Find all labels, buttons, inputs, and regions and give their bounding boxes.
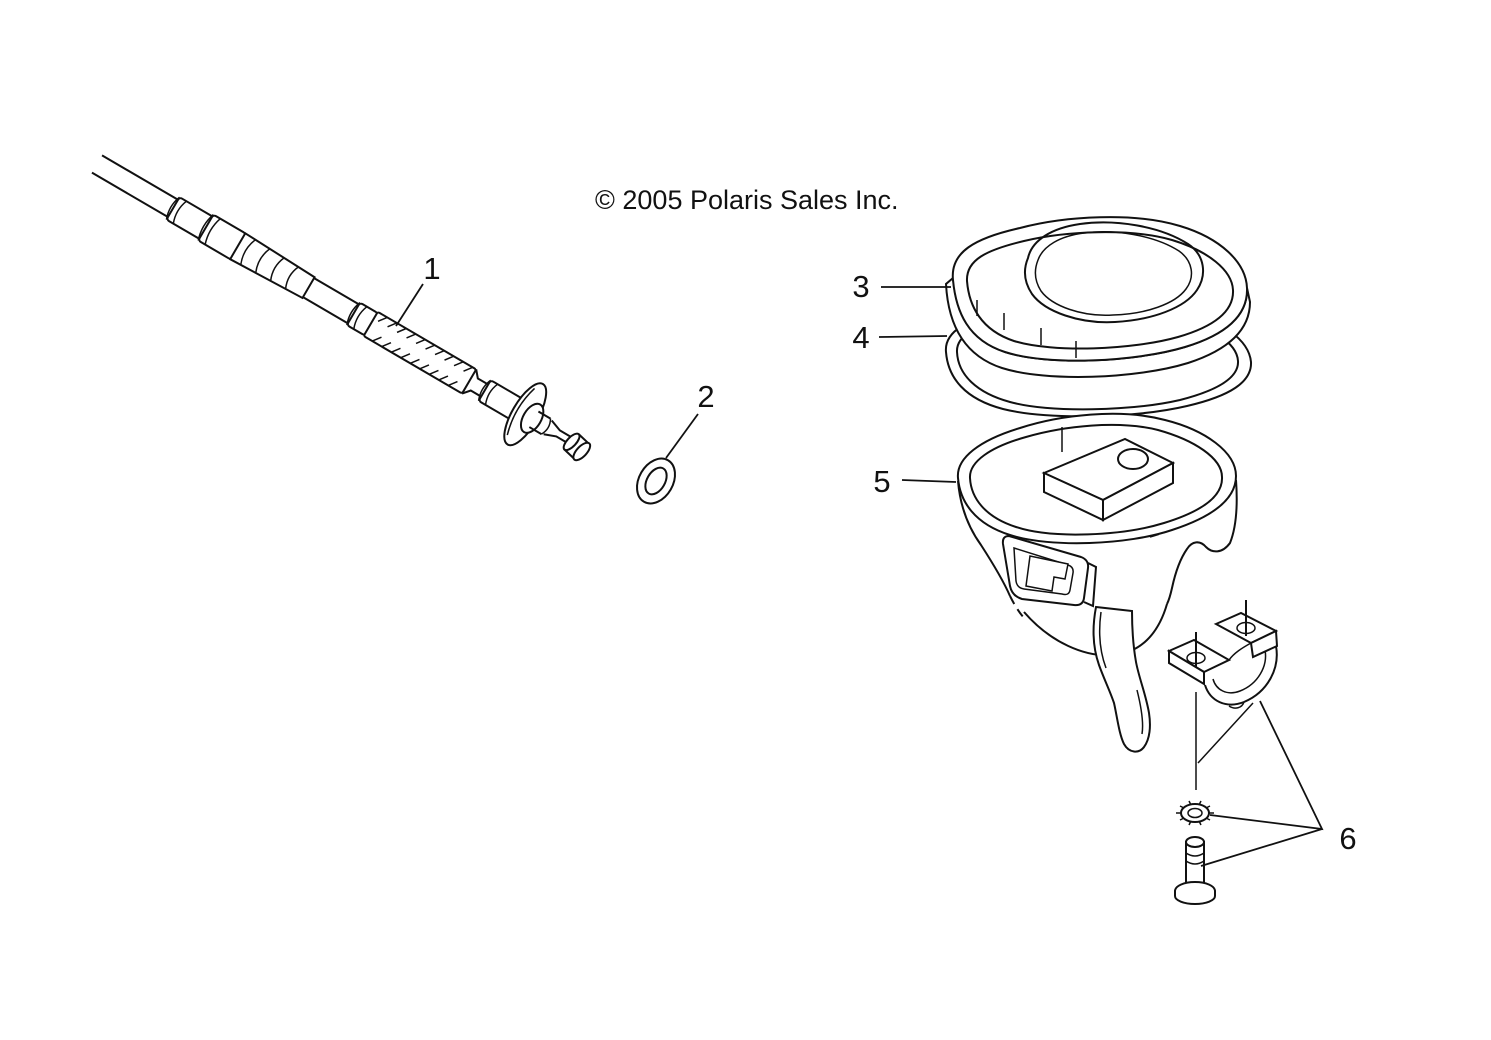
- callout-label-3: 3: [852, 269, 869, 304]
- callout-label-5: 5: [873, 464, 890, 499]
- callout-labels: 1 2 3 4 5 6: [423, 251, 1356, 856]
- o-ring-drawing: [636, 457, 676, 505]
- callout-label-4: 4: [852, 320, 869, 355]
- clamp-screw-drawing: [1174, 836, 1216, 905]
- throttle-housing-drawing: [956, 412, 1238, 753]
- leader-line-6: [1200, 700, 1324, 867]
- lock-washer-drawing: [1176, 800, 1214, 826]
- callout-label-6: 6: [1339, 821, 1356, 856]
- copyright-notice: © 2005 Polaris Sales Inc.: [595, 185, 899, 215]
- handlebar-clamp-drawing: [1166, 600, 1279, 790]
- housing-cover-drawing: [944, 216, 1252, 378]
- leader-line-4: [878, 335, 948, 338]
- throttle-cable-drawing: [91, 154, 592, 462]
- leader-lines: [395, 283, 1324, 867]
- leader-line-2: [665, 413, 699, 459]
- callout-label-1: 1: [423, 251, 440, 286]
- leader-line-5: [901, 479, 957, 483]
- leader-line-1: [395, 283, 424, 327]
- callout-label-2: 2: [697, 379, 714, 414]
